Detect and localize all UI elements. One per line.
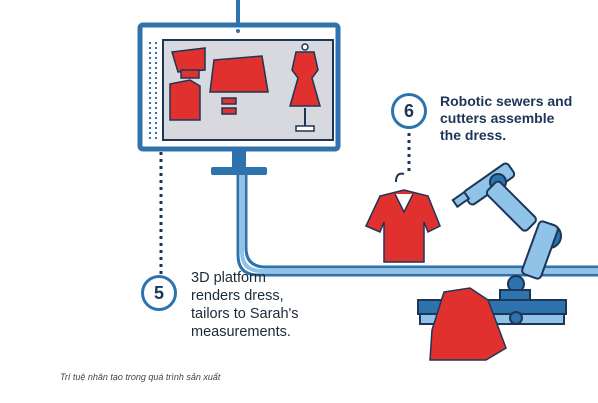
step-5-label: 3D platform renders dress, tailors to Sa… [191, 269, 331, 341]
dress-mannequin [289, 43, 321, 132]
step-5-badge: 5 [141, 275, 177, 311]
robot-arm [451, 162, 562, 293]
monitor [137, 22, 341, 175]
fabric-piece [429, 287, 507, 361]
step-5-line-2: renders dress, [191, 288, 284, 304]
step-5-line-1: 3D platform [191, 270, 266, 286]
step-5-line-3: tailors to Sarah's [191, 306, 299, 322]
pipe-fill [240, 175, 598, 273]
pipe-inner [244, 175, 598, 269]
pattern-pieces [169, 47, 269, 121]
step-6-badge: 6 [391, 93, 427, 129]
step-6-line-2: cutters assemble [440, 110, 555, 126]
figure-caption: Trí tuệ nhân tạo trong quá trình sản xuấ… [60, 372, 221, 382]
monitor-toolbar [149, 42, 157, 140]
pipe-outer [236, 175, 598, 277]
step-5-line-4: measurements. [191, 324, 291, 340]
step-6-line-3: the dress. [440, 127, 507, 143]
step-6-label: Robotic sewers and cutters assemble the … [440, 93, 590, 144]
hanging-shirt [364, 172, 441, 263]
step-6-line-1: Robotic sewers and [440, 93, 573, 109]
